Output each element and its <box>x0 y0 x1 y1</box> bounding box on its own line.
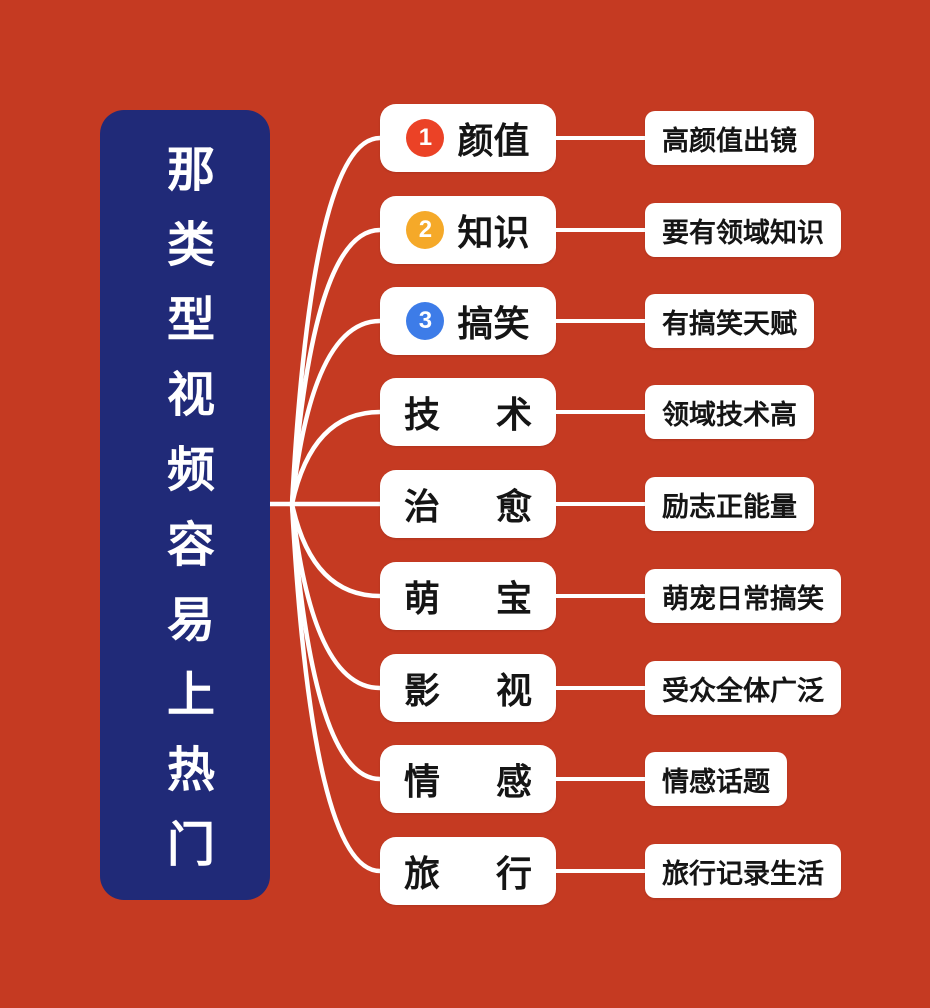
description-node: 要有领域知识 <box>645 203 841 257</box>
description-label: 高颜值出镜 <box>662 125 797 156</box>
category-node: 治愈 <box>380 470 556 538</box>
category-node: 旅行 <box>380 837 556 905</box>
branch-row: 1 颜值 高颜值出镜 <box>380 104 814 172</box>
description-label: 领域技术高 <box>662 399 797 430</box>
description-label: 受众全体广泛 <box>662 675 824 706</box>
branch-connector <box>556 502 645 506</box>
rank-badge: 1 <box>406 119 445 157</box>
category-label: 旅行 <box>403 853 588 894</box>
description-label: 萌宠日常搞笑 <box>662 583 824 614</box>
category-node: 影视 <box>380 654 556 722</box>
category-label: 知识 <box>457 212 530 253</box>
description-node: 有搞笑天赋 <box>645 294 814 348</box>
description-label: 旅行记录生活 <box>662 858 824 889</box>
category-node: 情感 <box>380 745 556 813</box>
category-label: 搞笑 <box>457 303 530 344</box>
category-label: 萌宝 <box>403 578 588 619</box>
branch-connector <box>556 777 645 781</box>
branch-row: 2 知识 要有领域知识 <box>380 196 841 264</box>
description-label: 要有领域知识 <box>662 217 824 248</box>
branch-row: 技术 领域技术高 <box>380 378 814 446</box>
category-label: 颜值 <box>457 120 530 161</box>
branch-row: 萌宝 萌宠日常搞笑 <box>380 562 841 630</box>
description-node: 旅行记录生活 <box>645 844 841 898</box>
branch-row: 情感 情感话题 <box>380 745 787 813</box>
branch-connector <box>556 869 645 873</box>
branch-connector <box>556 136 645 140</box>
category-node: 2 知识 <box>380 196 556 264</box>
description-label: 励志正能量 <box>662 491 797 522</box>
branch-row: 旅行 旅行记录生活 <box>380 837 841 905</box>
category-label: 影视 <box>403 670 588 711</box>
description-node: 高颜值出镜 <box>645 111 814 165</box>
category-label: 情感 <box>403 761 588 802</box>
category-node: 1 颜值 <box>380 104 556 172</box>
category-node: 萌宝 <box>380 562 556 630</box>
description-node: 领域技术高 <box>645 385 814 439</box>
branch-connector <box>556 228 645 232</box>
branch-connector <box>556 594 645 598</box>
category-label: 治愈 <box>403 486 588 527</box>
category-node: 3 搞笑 <box>380 287 556 355</box>
category-node: 技术 <box>380 378 556 446</box>
branch-row: 3 搞笑 有搞笑天赋 <box>380 287 814 355</box>
branch-row: 影视 受众全体广泛 <box>380 654 841 722</box>
branch-connector <box>556 410 645 414</box>
category-label: 技术 <box>403 394 588 435</box>
description-label: 有搞笑天赋 <box>662 308 797 339</box>
description-label: 情感话题 <box>662 766 770 797</box>
root-node: 那类型视频容易上热门 <box>100 110 270 900</box>
branch-row: 治愈 励志正能量 <box>380 470 814 538</box>
branch-connector <box>556 319 645 323</box>
description-node: 萌宠日常搞笑 <box>645 569 841 623</box>
branch-connector <box>556 686 645 690</box>
root-title: 那类型视频容易上热门 <box>159 143 212 894</box>
description-node: 受众全体广泛 <box>645 661 841 715</box>
rank-badge: 3 <box>406 302 445 340</box>
description-node: 励志正能量 <box>645 477 814 531</box>
rank-badge: 2 <box>406 211 445 249</box>
description-node: 情感话题 <box>645 752 787 806</box>
